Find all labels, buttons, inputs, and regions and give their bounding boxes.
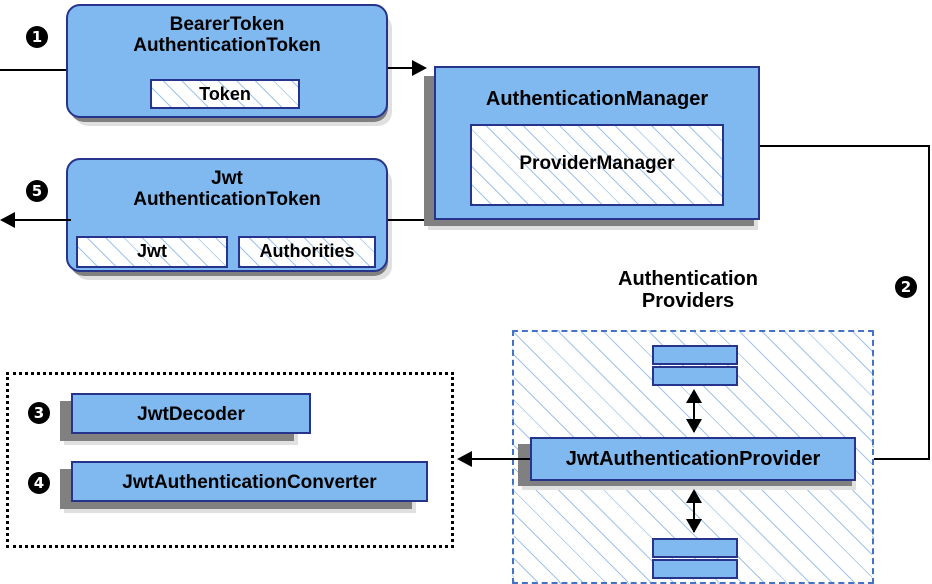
- inbound-request-line: [0, 69, 66, 71]
- authentication-providers-caption-line1: Authentication: [618, 268, 758, 290]
- provider-manager-box[interactable]: ProviderManager: [470, 124, 724, 206]
- jwt-token-title: Jwt AuthenticationToken: [68, 168, 386, 211]
- provider-to-support-arrowhead: [457, 451, 472, 467]
- jwt-decoder-label: JwtDecoder: [137, 404, 245, 425]
- provider-placeholder-bar-bottom-1: [652, 538, 738, 558]
- bearer-to-manager-arrowhead: [412, 60, 427, 76]
- jwt-authentication-provider[interactable]: JwtAuthenticationProvider: [530, 437, 856, 481]
- provider-placeholder-bar-top-1: [652, 345, 738, 365]
- bearer-token-title: BearerToken AuthenticationToken: [68, 14, 386, 57]
- outbound-response-arrowhead: [0, 212, 15, 228]
- manager-to-jwt-token-line: [388, 219, 434, 221]
- provider-link-arrow-bottom-down: [686, 519, 702, 533]
- authentication-manager-title: AuthenticationManager: [485, 88, 709, 110]
- provider-placeholder-bar-top-2: [652, 366, 738, 386]
- jwt-label: Jwt: [136, 241, 167, 261]
- step-badge-2: 2: [895, 276, 917, 298]
- bearer-token-title-line2: AuthenticationToken: [133, 35, 321, 57]
- jwt-decoder[interactable]: JwtDecoder: [71, 393, 311, 434]
- provider-link-arrow-top-down: [686, 419, 702, 433]
- step-badge-4: 4: [28, 472, 50, 494]
- provider-link-arrow-top-up: [686, 389, 702, 403]
- authentication-providers-caption-line2: Providers: [641, 290, 735, 313]
- manager-to-providers-line-top: [760, 145, 930, 147]
- authorities-label: Authorities: [259, 241, 355, 261]
- authentication-providers-caption: Authentication Providers: [568, 268, 808, 313]
- provider-manager-label: ProviderManager: [519, 153, 675, 174]
- provider-to-support-line: [472, 458, 530, 460]
- jwt-support-region: [6, 372, 454, 548]
- bearer-to-manager-line: [388, 67, 418, 69]
- token-label: Token: [199, 84, 251, 104]
- jwt-token-title-line1: Jwt: [211, 168, 243, 189]
- outbound-response-line: [15, 219, 71, 221]
- step-badge-5: 5: [26, 180, 48, 202]
- jwt-authentication-provider-label: JwtAuthenticationProvider: [565, 448, 821, 470]
- provider-link-arrow-bottom-up: [686, 489, 702, 503]
- bearer-token-inner-token-box[interactable]: Token: [150, 79, 300, 109]
- step-badge-3: 3: [28, 402, 50, 424]
- jwt-authentication-converter-label: JwtAuthenticationConverter: [122, 472, 377, 493]
- provider-link-line-top: [693, 392, 695, 432]
- manager-to-providers-line-bottom: [866, 458, 930, 460]
- manager-to-providers-line-vertical: [928, 145, 930, 459]
- jwt-token-inner-authorities-box[interactable]: Authorities: [238, 236, 376, 268]
- provider-placeholder-bar-bottom-2: [652, 559, 738, 579]
- jwt-token-inner-jwt-box[interactable]: Jwt: [76, 236, 228, 268]
- jwt-token-title-line2: AuthenticationToken: [133, 189, 321, 211]
- jwt-authentication-converter[interactable]: JwtAuthenticationConverter: [71, 461, 428, 502]
- bearer-token-title-line1: BearerToken: [169, 14, 285, 35]
- provider-link-line-bottom: [693, 492, 695, 532]
- step-badge-1: 1: [26, 26, 48, 48]
